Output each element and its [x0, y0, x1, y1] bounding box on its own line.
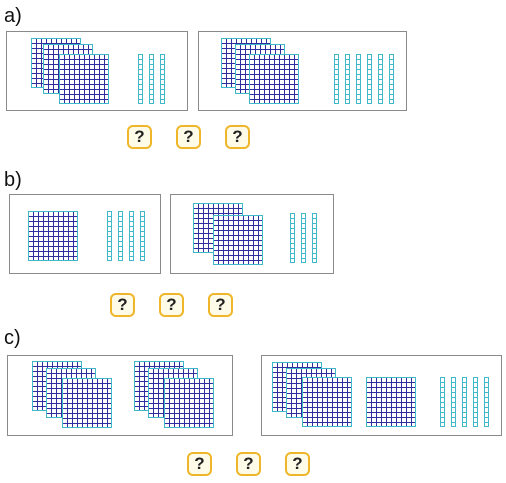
ten-rod: [356, 54, 361, 104]
ten-rod: [378, 54, 383, 104]
ten-rod: [140, 211, 145, 261]
hundred-block: [302, 377, 352, 427]
ten-rod: [138, 54, 143, 104]
section-c-label: c): [4, 327, 21, 349]
answer-box[interactable]: ?: [208, 293, 233, 317]
ten-rod: [290, 213, 295, 263]
ten-rod: [484, 377, 489, 427]
answer-box[interactable]: ?: [176, 125, 201, 149]
panel-c2: [261, 355, 502, 436]
panel-c1: [7, 355, 233, 436]
ten-rod: [345, 54, 350, 104]
ten-rod: [367, 54, 372, 104]
ten-rod: [107, 211, 112, 261]
answer-box[interactable]: ?: [110, 293, 135, 317]
ten-rod: [451, 377, 456, 427]
answer-box[interactable]: ?: [159, 293, 184, 317]
ten-rod: [160, 54, 165, 104]
ten-rod: [312, 213, 317, 263]
answer-box[interactable]: ?: [187, 452, 212, 476]
answer-box[interactable]: ?: [225, 125, 250, 149]
ten-rod: [301, 213, 306, 263]
panel-b1: [9, 194, 161, 274]
hundred-block: [62, 378, 112, 428]
ten-rod: [129, 211, 134, 261]
answer-box[interactable]: ?: [285, 452, 310, 476]
hundred-block: [366, 377, 416, 427]
ten-rod: [149, 54, 154, 104]
answer-box[interactable]: ?: [236, 452, 261, 476]
ten-rod: [462, 377, 467, 427]
hundred-block: [59, 54, 109, 104]
panel-a2: [198, 31, 407, 111]
panel-b2: [170, 194, 334, 274]
ten-rod: [473, 377, 478, 427]
ten-rod: [334, 54, 339, 104]
ten-rod: [389, 54, 394, 104]
ten-rod: [118, 211, 123, 261]
hundred-block: [213, 215, 263, 265]
hundred-block: [164, 378, 214, 428]
hundred-block: [249, 54, 299, 104]
section-b-label: b): [4, 169, 22, 191]
panel-a1: [6, 31, 188, 111]
hundred-block: [28, 211, 78, 261]
answer-box[interactable]: ?: [127, 125, 152, 149]
ten-rod: [440, 377, 445, 427]
section-a-label: a): [4, 5, 22, 27]
